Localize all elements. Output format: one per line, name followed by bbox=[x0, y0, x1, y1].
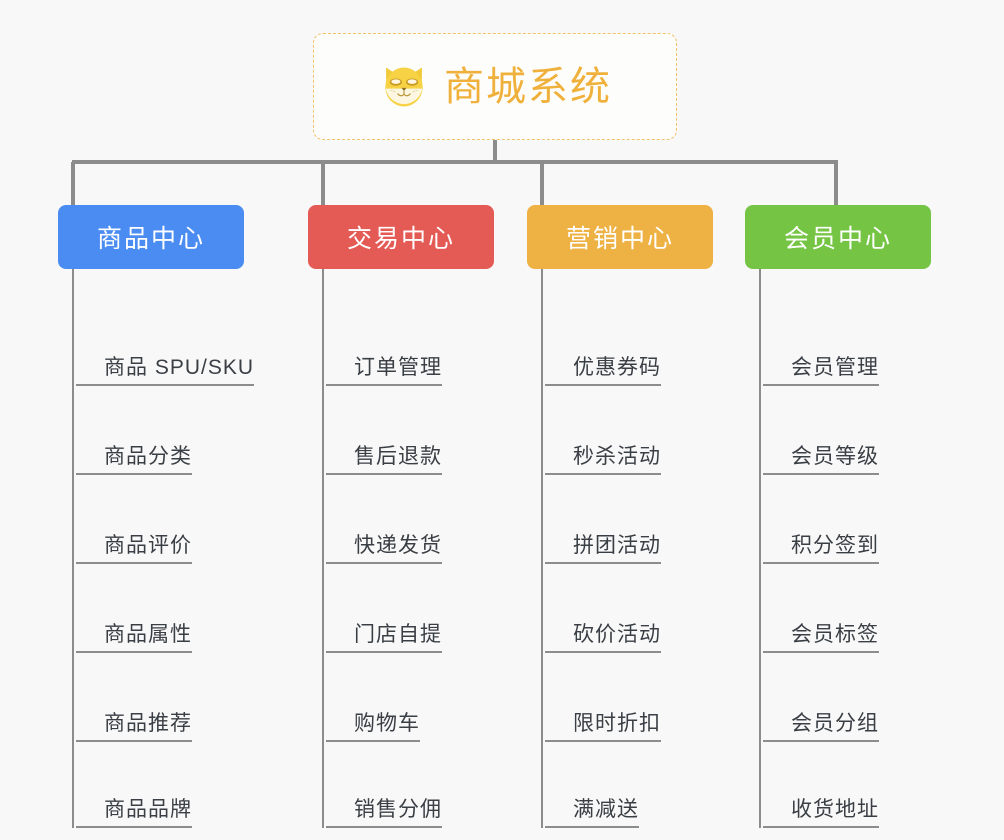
leaf-item[interactable]: 限时折扣 bbox=[543, 653, 713, 742]
category-box-marketing[interactable]: 营销中心 bbox=[527, 205, 713, 269]
leaf-label: 秒杀活动 bbox=[545, 445, 661, 475]
leaf-item[interactable]: 商品属性 bbox=[74, 564, 244, 653]
leaf-label: 积分签到 bbox=[763, 534, 879, 564]
leaf-label: 满减送 bbox=[545, 798, 639, 828]
leaf-item[interactable]: 快递发货 bbox=[324, 475, 494, 564]
leaf-label: 销售分佣 bbox=[326, 798, 442, 828]
leaf-item[interactable]: 会员等级 bbox=[761, 386, 931, 475]
root-title: 商城系统 bbox=[444, 64, 612, 109]
category-label: 商品中心 bbox=[96, 225, 205, 253]
leaf-label: 商品推荐 bbox=[76, 712, 192, 742]
leaf-item[interactable]: 售后退款 bbox=[324, 386, 494, 475]
category-column-product: 商品中心 商品 SPU/SKU 商品分类 商品评价 商品属性 商品推荐 商品品牌 bbox=[58, 205, 255, 828]
leaf-item[interactable]: 商品分类 bbox=[74, 386, 244, 475]
leaf-list-product: 商品 SPU/SKU 商品分类 商品评价 商品属性 商品推荐 商品品牌 bbox=[72, 269, 255, 828]
category-label: 交易中心 bbox=[346, 225, 455, 253]
leaf-item[interactable]: 收货地址 bbox=[761, 742, 931, 828]
leaf-list-marketing: 优惠券码 秒杀活动 拼团活动 砍价活动 限时折扣 满减送 bbox=[541, 269, 713, 828]
leaf-item[interactable]: 购物车 bbox=[324, 653, 494, 742]
leaf-label: 优惠券码 bbox=[545, 356, 661, 386]
leaf-label: 购物车 bbox=[326, 712, 420, 742]
leaf-label: 收货地址 bbox=[763, 798, 879, 828]
leaf-label: 商品评价 bbox=[76, 534, 192, 564]
leaf-label: 门店自提 bbox=[326, 623, 442, 653]
category-label: 会员中心 bbox=[783, 225, 892, 253]
leaf-label: 商品品牌 bbox=[76, 798, 192, 828]
leaf-item[interactable]: 销售分佣 bbox=[324, 742, 494, 828]
leaf-label: 会员分组 bbox=[763, 712, 879, 742]
leaf-label: 商品 SPU/SKU bbox=[76, 356, 255, 386]
category-box-transaction[interactable]: 交易中心 bbox=[308, 205, 494, 269]
leaf-label: 会员管理 bbox=[763, 356, 879, 386]
leaf-label: 会员标签 bbox=[763, 623, 879, 653]
leaf-list-transaction: 订单管理 售后退款 快递发货 门店自提 购物车 销售分佣 bbox=[322, 269, 494, 828]
leaf-label: 商品属性 bbox=[76, 623, 192, 653]
leaf-label: 拼团活动 bbox=[545, 534, 661, 564]
leaf-label: 订单管理 bbox=[326, 356, 442, 386]
leaf-item[interactable]: 会员标签 bbox=[761, 564, 931, 653]
category-column-marketing: 营销中心 优惠券码 秒杀活动 拼团活动 砍价活动 限时折扣 满减送 bbox=[527, 205, 713, 828]
leaf-label: 会员等级 bbox=[763, 445, 879, 475]
leaf-item[interactable]: 商品评价 bbox=[74, 475, 244, 564]
leaf-item[interactable]: 优惠券码 bbox=[543, 297, 713, 386]
root-node[interactable]: 商城系统 bbox=[313, 33, 677, 140]
leaf-list-member: 会员管理 会员等级 积分签到 会员标签 会员分组 收货地址 bbox=[759, 269, 931, 828]
category-column-member: 会员中心 会员管理 会员等级 积分签到 会员标签 会员分组 收货地址 bbox=[745, 205, 931, 828]
leaf-item[interactable]: 商品 SPU/SKU bbox=[74, 297, 255, 386]
leaf-label: 砍价活动 bbox=[545, 623, 661, 653]
leaf-item[interactable]: 会员分组 bbox=[761, 653, 931, 742]
category-box-member[interactable]: 会员中心 bbox=[745, 205, 931, 269]
leaf-item[interactable]: 商品推荐 bbox=[74, 653, 244, 742]
leaf-item[interactable]: 会员管理 bbox=[761, 297, 931, 386]
leaf-item[interactable]: 砍价活动 bbox=[543, 564, 713, 653]
leaf-item[interactable]: 订单管理 bbox=[324, 297, 494, 386]
category-box-product[interactable]: 商品中心 bbox=[58, 205, 244, 269]
category-column-transaction: 交易中心 订单管理 售后退款 快递发货 门店自提 购物车 销售分佣 bbox=[308, 205, 494, 828]
category-label: 营销中心 bbox=[565, 225, 674, 253]
leaf-label: 售后退款 bbox=[326, 445, 442, 475]
leaf-item[interactable]: 门店自提 bbox=[324, 564, 494, 653]
leaf-label: 快递发货 bbox=[326, 534, 442, 564]
leaf-label: 商品分类 bbox=[76, 445, 192, 475]
leaf-item[interactable]: 拼团活动 bbox=[543, 475, 713, 564]
leaf-item[interactable]: 商品品牌 bbox=[74, 742, 244, 828]
leaf-item[interactable]: 积分签到 bbox=[761, 475, 931, 564]
leaf-item[interactable]: 满减送 bbox=[543, 742, 713, 828]
leaf-label: 限时折扣 bbox=[545, 712, 661, 742]
shiba-dog-face-icon bbox=[385, 67, 423, 106]
leaf-item[interactable]: 秒杀活动 bbox=[543, 386, 713, 475]
